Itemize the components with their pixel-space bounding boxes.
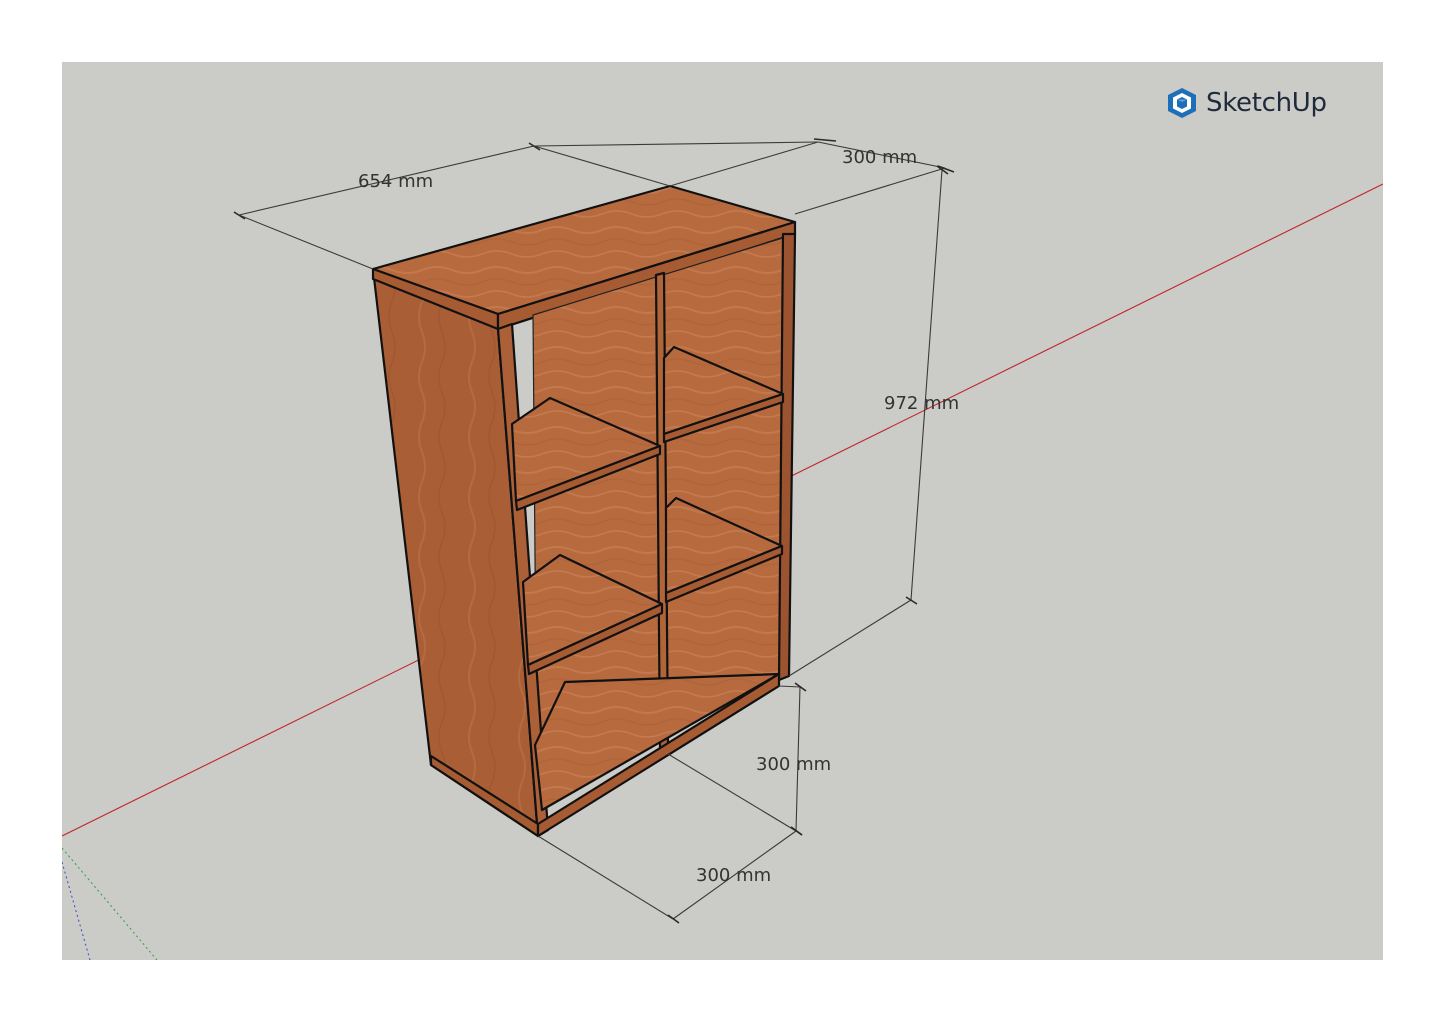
model-viewport[interactable]: 654 mm 300 mm 972 mm 300 mm	[62, 62, 1383, 960]
shelf-middle-left-edge	[526, 602, 664, 676]
right-side-edge	[777, 232, 797, 682]
width-label: 654 mm	[358, 171, 433, 192]
brand-name: SketchUp	[1206, 88, 1327, 118]
model-scene[interactable]: 654 mm 300 mm 972 mm 300 mm	[62, 62, 1383, 960]
shelf-middle-right-edge	[664, 544, 784, 604]
sketchup-logo: SketchUp	[1166, 86, 1327, 120]
bottom-panel	[533, 672, 781, 812]
depth-bottom-label: 300 mm	[696, 865, 771, 886]
dimension-depth-bottom: 300 mm	[537, 753, 803, 924]
dimension-depth-top: 300 mm	[533, 138, 955, 215]
sketchup-logo-icon	[1168, 88, 1196, 118]
dimension-width: 654 mm	[233, 142, 671, 270]
leg-height-label: 300 mm	[756, 754, 831, 775]
dimension-height: 972 mm	[788, 165, 959, 677]
shelf-upper-right-edge	[662, 392, 785, 444]
green-axis	[62, 847, 158, 960]
shelf-upper-left-edge	[514, 444, 662, 512]
blue-axis	[62, 861, 91, 960]
depth-top-label: 300 mm	[842, 147, 917, 168]
height-label: 972 mm	[884, 393, 959, 414]
dimension-leg-height: 300 mm	[756, 682, 831, 836]
